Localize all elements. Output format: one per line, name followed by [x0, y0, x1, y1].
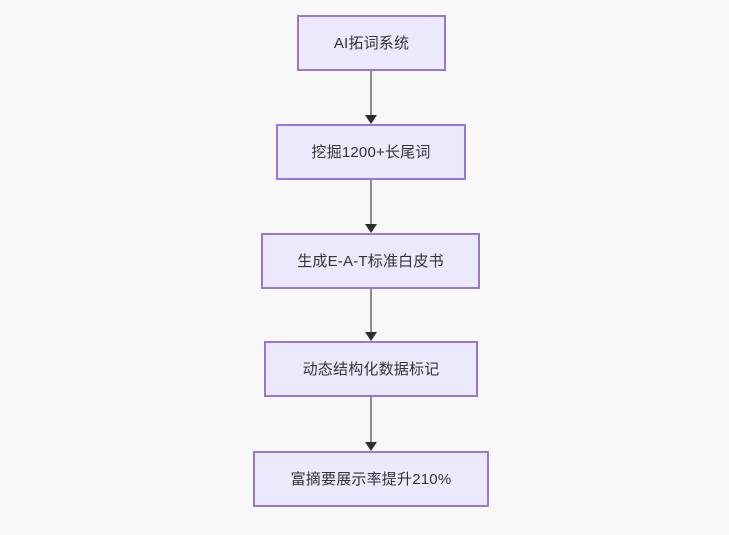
arrow-down-icon — [365, 442, 377, 451]
arrow-down-icon — [365, 224, 377, 233]
flow-node-mine-longtail-keywords[interactable]: 挖掘1200+长尾词 — [276, 124, 466, 180]
flow-node-label: 富摘要展示率提升210% — [290, 470, 452, 488]
flow-node-rich-snippet-impression-uplift[interactable]: 富摘要展示率提升210% — [253, 451, 489, 507]
edge-line — [370, 289, 372, 332]
flow-node-label: 生成E-A-T标准白皮书 — [297, 252, 444, 270]
flow-edge-n1-n2 — [359, 180, 383, 233]
flow-node-label: 挖掘1200+长尾词 — [311, 143, 431, 161]
edge-line — [370, 180, 372, 224]
flow-edge-n0-n1 — [359, 71, 383, 124]
arrow-down-icon — [365, 115, 377, 124]
flow-edge-n2-n3 — [359, 289, 383, 341]
flow-edge-n3-n4 — [359, 397, 383, 451]
flow-node-dynamic-structured-data-markup[interactable]: 动态结构化数据标记 — [264, 341, 478, 397]
flow-node-label: AI拓词系统 — [333, 34, 410, 52]
arrow-down-icon — [365, 332, 377, 341]
flow-node-generate-eat-whitepaper[interactable]: 生成E-A-T标准白皮书 — [261, 233, 480, 289]
edge-line — [370, 71, 372, 115]
edge-line — [370, 397, 372, 442]
flow-node-ai-keyword-system[interactable]: AI拓词系统 — [297, 15, 446, 71]
flow-node-label: 动态结构化数据标记 — [302, 360, 440, 378]
